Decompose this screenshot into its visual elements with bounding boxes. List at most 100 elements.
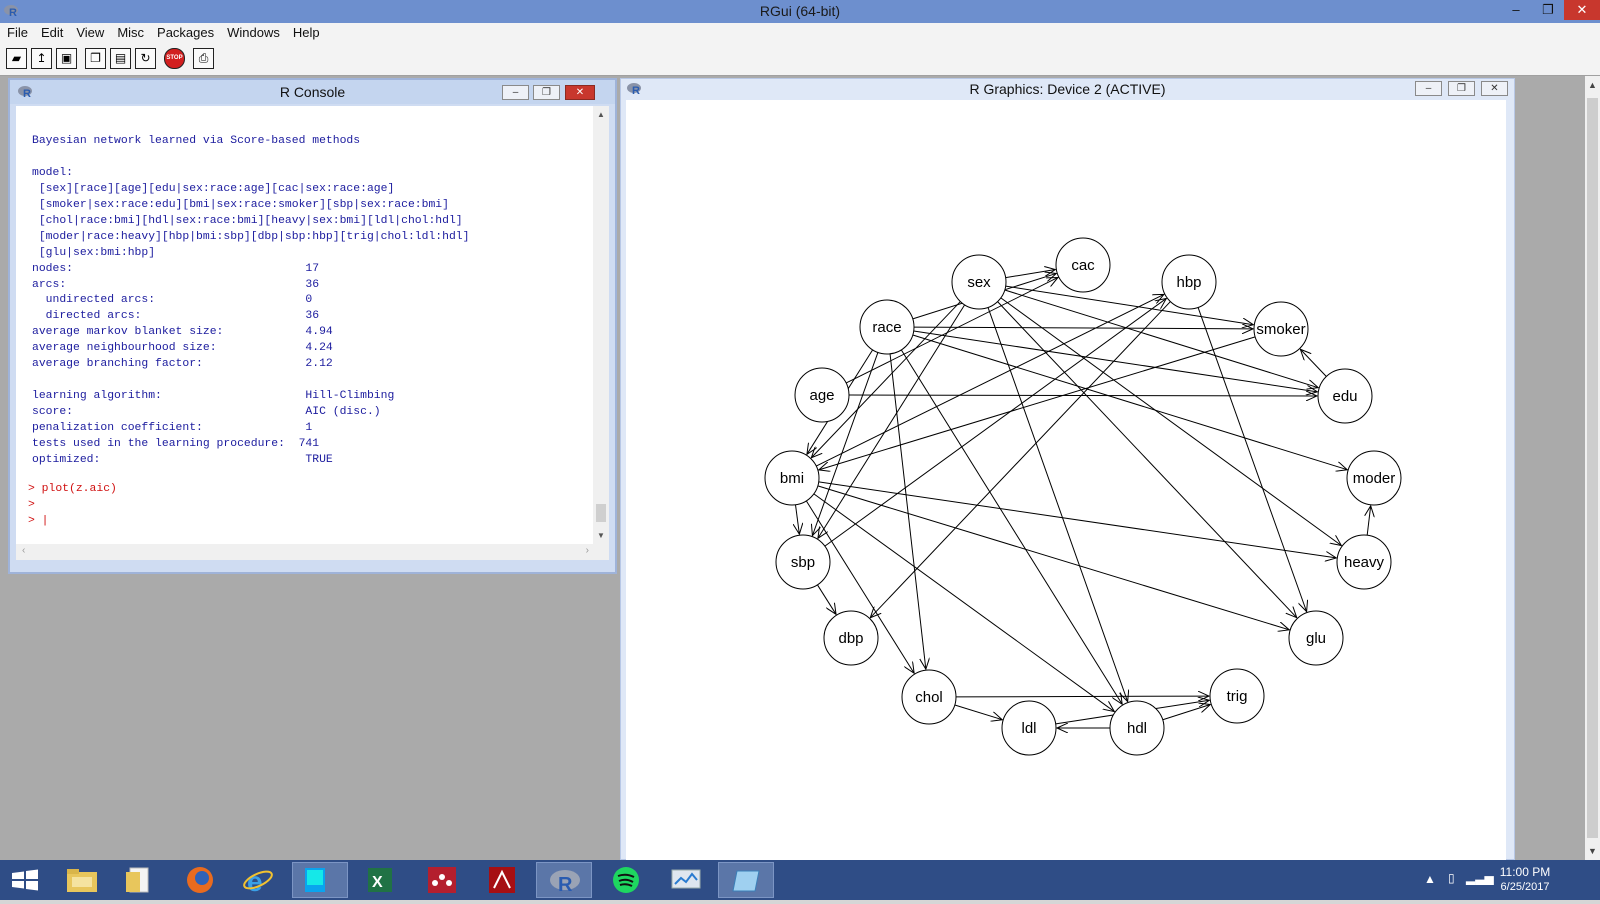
close-button[interactable]: ✕ [1564,0,1600,20]
console-scroll-thumb[interactable] [596,504,606,522]
node-moder: moder [1346,450,1402,506]
restore-button[interactable]: ❐ [1542,2,1554,17]
graphics-close-button[interactable]: ✕ [1481,81,1508,96]
node-circle [951,254,1007,310]
monitor-icon[interactable] [658,862,714,898]
node-label: edu [1332,388,1357,405]
menu-file[interactable]: File [7,25,28,40]
stop-icon[interactable]: STOP [164,48,185,69]
console-output[interactable]: Bayesian network learned via Score-based… [16,106,593,544]
node-label: hdl [1127,720,1147,737]
arc-age-cac [845,277,1058,384]
network-signal-icon[interactable]: ▂▃▅ [1466,871,1494,885]
console-text: Bayesian network learned via Score-based… [32,134,470,467]
scroll-down-arrow-icon[interactable]: ▼ [1588,846,1597,856]
load-icon[interactable]: ↥ [31,48,52,69]
excel-icon[interactable]: X [352,862,408,898]
menu-edit[interactable]: Edit [40,25,64,40]
r-icon[interactable]: R [536,862,592,898]
node-circle [1317,368,1373,424]
app-square-icon[interactable] [292,862,348,898]
copy-icon[interactable]: ❐ [85,48,106,69]
svg-text:R: R [558,874,573,896]
menu-packages[interactable]: Packages [157,25,215,40]
console-command: > plot(z.aic) [28,483,117,495]
paste-icon[interactable]: ▤ [110,48,131,69]
arc-sex-smoker [1005,285,1254,325]
app-title: RGui (64-bit) [759,3,841,19]
menu-windows[interactable]: Windows [227,25,280,40]
chevron-right-icon[interactable]: › [585,545,589,556]
arc-race-sbp [812,352,879,535]
node-sex: sex [951,254,1007,310]
console-minimize-button[interactable]: – [502,85,529,100]
minimize-button[interactable]: – [1512,2,1520,17]
save-icon[interactable]: ▣ [56,48,77,69]
node-label: chol [915,689,943,706]
node-race: race [859,299,915,355]
refresh-icon[interactable]: ↻ [135,48,156,69]
console-horizontal-scrollbar[interactable]: ‹ › [16,544,609,560]
node-circle [1288,610,1344,666]
node-label: trig [1227,688,1248,705]
windows-start-icon[interactable] [0,862,56,898]
console-input-prompt[interactable]: > | [28,515,49,527]
r-graphics-window: R R Graphics: Device 2 (ACTIVE) – ❐ ✕ se… [620,78,1515,860]
menu-view[interactable]: View [76,25,105,40]
documents-icon[interactable] [112,862,168,898]
node-heavy: heavy [1336,534,1392,590]
arc-race-chol [889,353,926,669]
workspace-scrollbar[interactable]: ▲ ▼ [1585,76,1600,860]
chevron-down-icon[interactable]: ▼ [597,531,605,540]
menu-help[interactable]: Help [292,25,320,40]
graph-arcs [796,270,1371,728]
console-restore-button[interactable]: ❐ [533,85,560,100]
arc-heavy-moder [1367,506,1370,536]
graphics-minimize-button[interactable]: – [1415,81,1442,96]
scroll-thumb[interactable] [1587,98,1598,838]
mendeley-icon[interactable] [414,862,470,898]
arc-sbp-hbp [824,298,1166,547]
node-circle [901,669,957,725]
node-circle [859,299,915,355]
notepad-icon[interactable] [718,862,774,898]
node-hdl: hdl [1109,700,1165,756]
r-logo-icon: R [627,83,641,97]
console-vertical-scrollbar[interactable]: ▲ ▼ [593,106,609,544]
chevron-up-icon[interactable]: ▲ [597,110,605,119]
acrobat-icon[interactable] [474,862,530,898]
arc-chol-trig [955,696,1209,697]
clock-date[interactable]: 6/25/2017 [1500,881,1550,893]
arc-bmi-glu [817,485,1289,630]
node-circle [764,450,820,506]
tray-expand-icon[interactable]: ▲ [1424,872,1436,886]
node-circle [1109,700,1165,756]
node-circle [1209,668,1265,724]
console-close-button[interactable]: ✕ [565,85,595,100]
node-label: sbp [791,554,815,571]
arc-sex-edu [1004,289,1318,388]
internet-explorer-icon[interactable]: e [230,862,286,898]
node-label: ldl [1021,720,1036,737]
chevron-left-icon[interactable]: ‹ [22,545,26,556]
node-label: moder [1353,470,1396,487]
menu-misc[interactable]: Misc [117,25,145,40]
battery-icon[interactable]: ▯ [1448,871,1455,885]
clock-time[interactable]: 11:00 PM [1499,865,1551,879]
r-logo-icon: R [4,5,18,19]
node-label: age [809,387,834,404]
arc-sex-hdl [987,307,1128,701]
print-icon[interactable]: ⎙ [193,48,214,69]
scroll-up-arrow-icon[interactable]: ▲ [1588,80,1597,90]
folder-icon[interactable] [54,862,110,898]
graphics-restore-button[interactable]: ❐ [1448,81,1475,96]
app-titlebar: R RGui (64-bit) – ❐ ✕ [0,0,1600,23]
spotify-icon[interactable] [598,862,654,898]
arc-sbp-dbp [816,584,836,614]
arc-hdl-trig [1162,705,1211,721]
folder-open-icon[interactable]: ▰ [6,48,27,69]
firefox-icon[interactable] [172,862,228,898]
node-glu: glu [1288,610,1344,666]
arc-race-hdl [900,349,1122,704]
arc-race-moder [912,334,1347,470]
